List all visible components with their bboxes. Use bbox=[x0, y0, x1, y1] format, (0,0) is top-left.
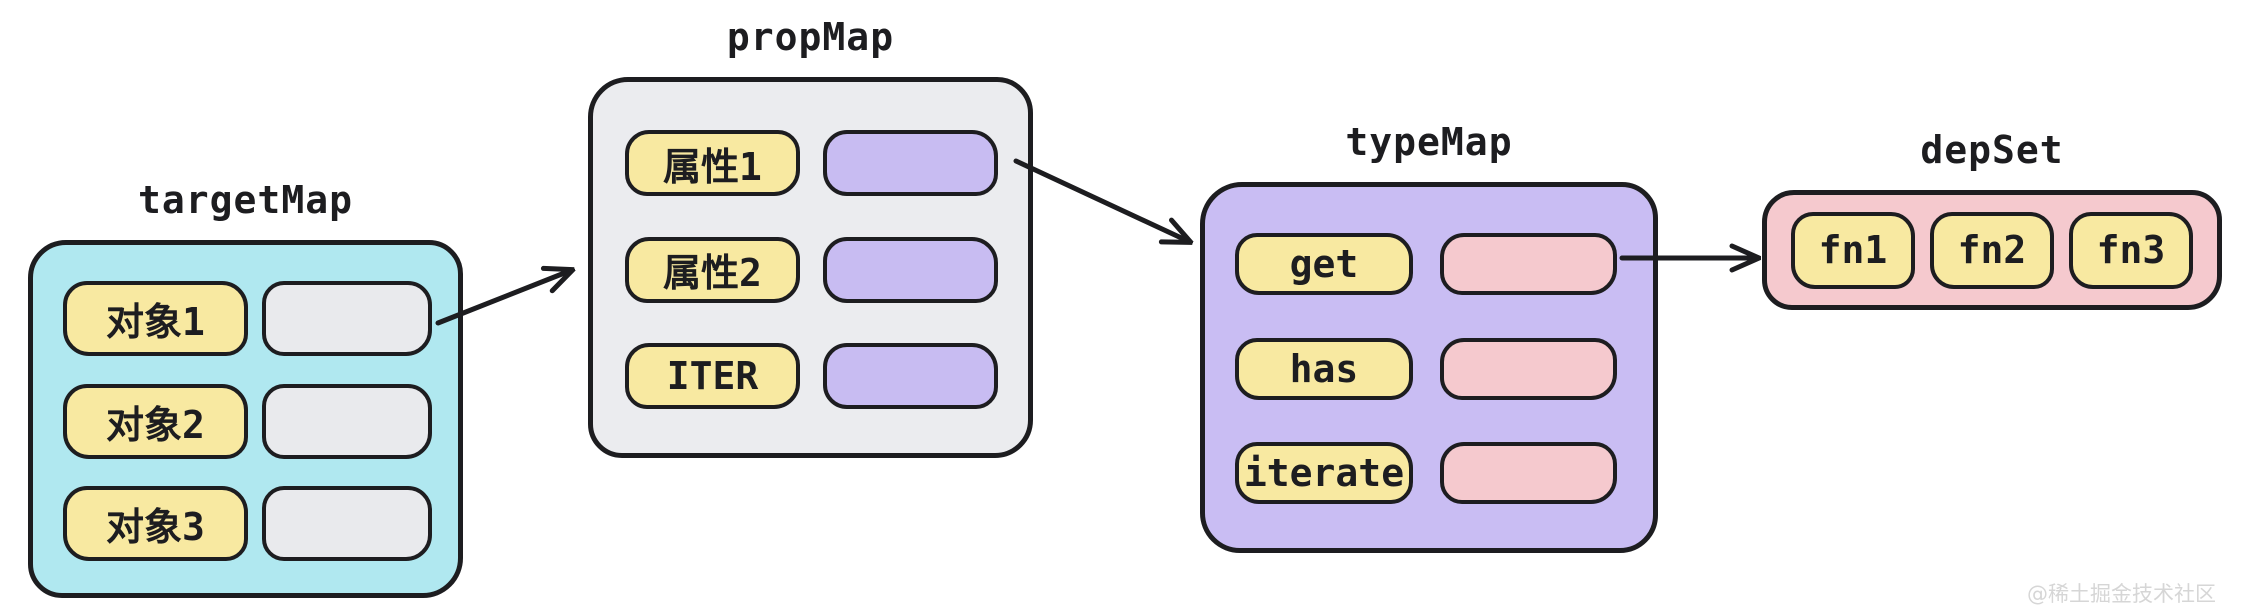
typemap-title: typeMap bbox=[1345, 120, 1513, 164]
node-depset: depSet fn1 fn2 fn3 bbox=[1762, 128, 2222, 310]
propmap-value-iter bbox=[823, 343, 998, 409]
targetmap-row-3: 对象3 bbox=[63, 486, 432, 561]
arrow-propmap-to-typemap bbox=[1013, 158, 1190, 242]
propmap-row-2: 属性2 bbox=[625, 236, 998, 303]
propmap-row-1: 属性1 bbox=[625, 130, 998, 196]
typemap-row-1: get bbox=[1235, 233, 1617, 295]
propmap-value-prop2 bbox=[823, 236, 998, 303]
typemap-key-iterate: iterate bbox=[1235, 442, 1413, 504]
depset-item-fn3: fn3 bbox=[2069, 211, 2193, 289]
targetmap-row-1: 对象1 bbox=[63, 281, 432, 356]
node-targetmap: targetMap 对象1 对象2 对象3 bbox=[28, 178, 463, 598]
typemap-row-2: has bbox=[1235, 337, 1617, 400]
targetmap-key-obj1: 对象1 bbox=[63, 281, 248, 356]
node-propmap: propMap 属性1 属性2 ITER bbox=[588, 15, 1033, 458]
targetmap-value-obj1 bbox=[262, 281, 432, 356]
typemap-value-has bbox=[1440, 337, 1617, 400]
propmap-title: propMap bbox=[726, 15, 895, 59]
propmap-key-prop1: 属性1 bbox=[625, 130, 800, 196]
node-typemap: typeMap get has iterate bbox=[1200, 120, 1658, 553]
targetmap-box: 对象1 对象2 对象3 bbox=[28, 240, 463, 598]
propmap-key-prop2: 属性2 bbox=[625, 236, 800, 303]
typemap-row-3: iterate bbox=[1235, 442, 1617, 504]
typemap-value-get bbox=[1440, 233, 1617, 295]
targetmap-value-obj2 bbox=[262, 383, 432, 459]
depset-item-fn2: fn2 bbox=[1930, 211, 2054, 289]
propmap-key-iter: ITER bbox=[625, 343, 800, 409]
watermark: @稀土掘金技术社区 bbox=[2027, 582, 2216, 606]
typemap-key-get: get bbox=[1235, 233, 1413, 295]
propmap-value-prop1 bbox=[823, 130, 998, 196]
propmap-row-3: ITER bbox=[625, 343, 998, 409]
targetmap-key-obj3: 对象3 bbox=[63, 486, 248, 561]
depset-item-fn1: fn1 bbox=[1791, 211, 1915, 289]
typemap-value-iterate bbox=[1440, 442, 1617, 504]
depset-title: depSet bbox=[1920, 128, 2064, 172]
targetmap-value-obj3 bbox=[262, 486, 432, 561]
propmap-box: 属性1 属性2 ITER bbox=[588, 77, 1033, 458]
typemap-box: get has iterate bbox=[1200, 182, 1658, 553]
targetmap-title: targetMap bbox=[138, 178, 353, 222]
targetmap-row-2: 对象2 bbox=[63, 383, 432, 459]
targetmap-key-obj2: 对象2 bbox=[63, 383, 248, 459]
typemap-key-has: has bbox=[1235, 337, 1413, 400]
depset-box: fn1 fn2 fn3 bbox=[1762, 190, 2222, 310]
